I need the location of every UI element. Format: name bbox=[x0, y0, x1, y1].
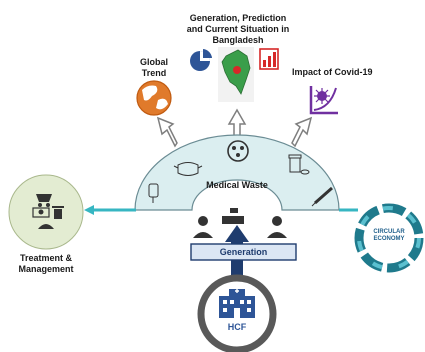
impact-covid-label: Impact of Covid-19 bbox=[292, 67, 373, 77]
biohazard-icon bbox=[227, 140, 249, 162]
generation-stem bbox=[231, 260, 243, 278]
generation-label: Generation bbox=[219, 247, 268, 257]
bar-chart-icon bbox=[259, 48, 279, 70]
pie-chart-icon bbox=[190, 49, 212, 71]
title-line-1: Generation, Prediction bbox=[189, 13, 287, 23]
iv-bag-icon bbox=[148, 183, 159, 203]
doctor-right-icon bbox=[267, 216, 287, 238]
bangladesh-map-icon bbox=[218, 47, 254, 102]
arrow-to-covid bbox=[291, 116, 313, 148]
doctor-left-icon bbox=[193, 216, 213, 238]
circular-economy-label: CIRCULAR ECONOMY bbox=[362, 229, 416, 243]
treatment-line-2: Management bbox=[18, 264, 74, 274]
trolley-icon bbox=[36, 194, 52, 207]
waste-pile-icon bbox=[38, 224, 54, 229]
pill-bottle-icon bbox=[288, 154, 310, 175]
generation-box bbox=[190, 243, 297, 261]
circular-economy-icon bbox=[354, 203, 424, 273]
treatment-circle bbox=[8, 174, 84, 250]
covid-chart-icon bbox=[309, 86, 338, 115]
syringe-icon bbox=[311, 186, 333, 207]
title-label: Generation, Prediction and Current Situa… bbox=[168, 13, 308, 46]
treatment-line-1: Treatment & bbox=[19, 253, 72, 263]
global-trend-label: Global Trend bbox=[134, 57, 174, 79]
globe-icon bbox=[136, 80, 172, 116]
hcf-label: HCF bbox=[227, 322, 247, 332]
title-line-2: and Current Situation in bbox=[186, 24, 290, 34]
circular-line-2: ECONOMY bbox=[373, 236, 405, 242]
global-trend-line-2: Trend bbox=[141, 68, 167, 78]
trash-bin-icon bbox=[52, 206, 64, 219]
arrow-to-global-trend bbox=[156, 116, 178, 148]
medical-waste-arch bbox=[134, 134, 340, 211]
title-line-3: Bangladesh bbox=[212, 35, 264, 45]
arrow-to-bangladesh bbox=[227, 108, 247, 139]
treatment-label: Treatment & Management bbox=[10, 253, 82, 275]
hospital-bed-icon bbox=[222, 208, 244, 224]
hospital-icon bbox=[219, 289, 255, 318]
arrow-to-treatment bbox=[84, 205, 136, 215]
incinerator-icon bbox=[32, 207, 50, 218]
circular-line-1: CIRCULAR bbox=[373, 229, 405, 235]
medical-waste-label: Medical Waste bbox=[206, 180, 268, 190]
global-trend-line-1: Global bbox=[139, 57, 168, 67]
mask-icon bbox=[173, 162, 203, 176]
